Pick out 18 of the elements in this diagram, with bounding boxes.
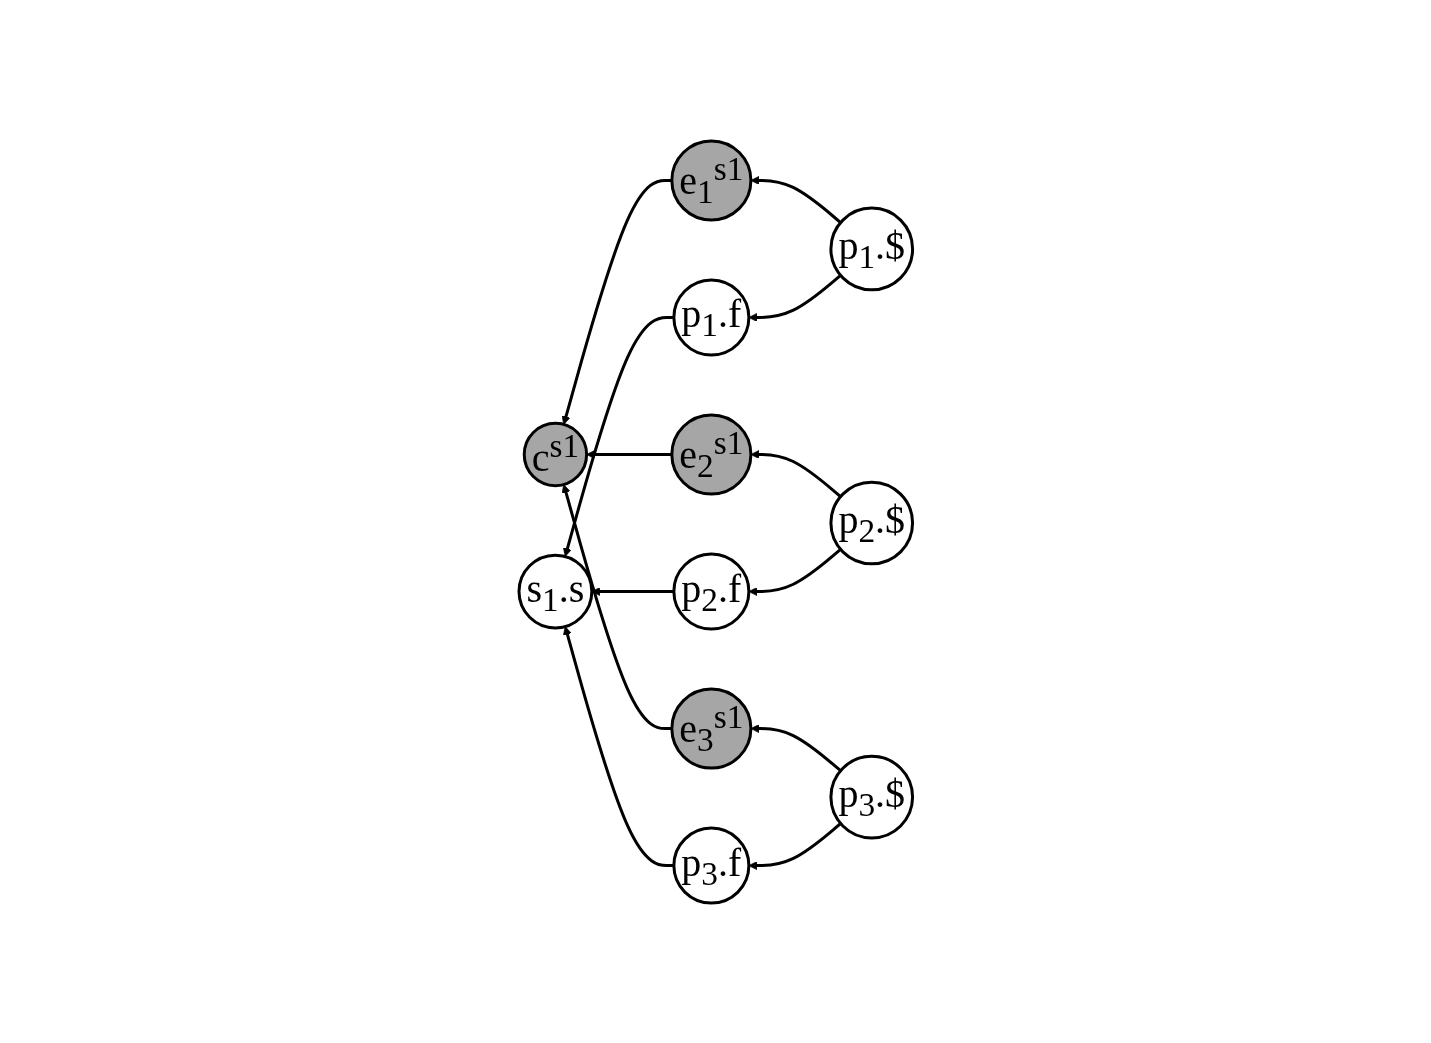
node-circle: c$^{s1}$ bbox=[522, 421, 588, 487]
arrow bbox=[562, 625, 674, 867]
arrow bbox=[748, 547, 842, 596]
arrow bbox=[562, 315, 674, 557]
node-circle: p$_{2}$.$ bbox=[829, 480, 914, 565]
arrow bbox=[750, 723, 842, 772]
arrow bbox=[750, 449, 842, 498]
node-circle: p$_{1}$.f bbox=[672, 277, 751, 356]
arrow bbox=[748, 273, 842, 322]
arrow bbox=[750, 175, 842, 224]
arrow bbox=[561, 178, 672, 425]
node-circle: p$_{3}$.$ bbox=[829, 754, 914, 839]
node-circle: p$_{1}$.$ bbox=[829, 206, 914, 291]
arrow bbox=[748, 821, 842, 870]
arrow bbox=[561, 483, 672, 730]
node-circle: s$_{1}$.s bbox=[517, 553, 594, 629]
node-circle: p$_{3}$.f bbox=[672, 826, 751, 905]
node-circle: p$_{2}$.f bbox=[672, 552, 751, 631]
